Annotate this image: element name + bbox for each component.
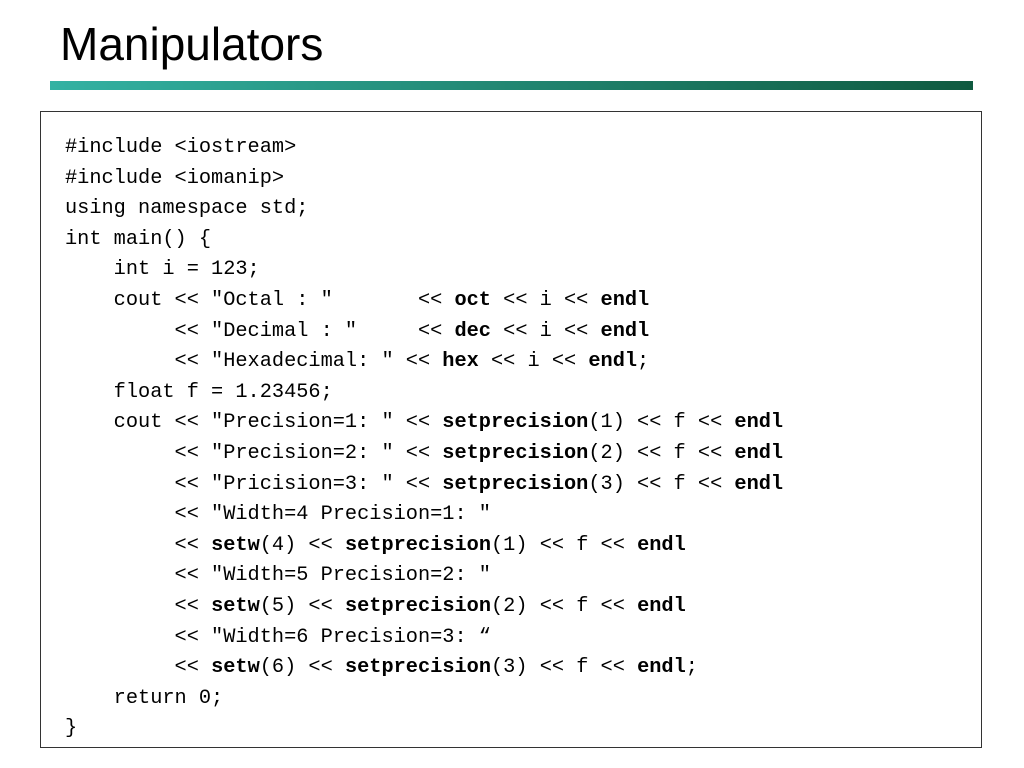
code-keyword: endl	[734, 441, 784, 465]
code-keyword: setw	[211, 594, 260, 618]
code-box: #include <iostream> #include <iomanip> usi…	[40, 111, 982, 748]
code-text: #include <iomanip>	[65, 166, 285, 190]
code-keyword: endl	[637, 656, 686, 680]
code-text: (1) << f <<	[588, 411, 735, 435]
code-text: ;	[685, 656, 698, 680]
code-line: #include <iostream>	[65, 133, 783, 164]
code-line: }	[65, 714, 783, 745]
code-keyword: endl	[600, 319, 650, 343]
code-text: <<	[65, 594, 212, 618]
code-text: <<	[65, 533, 212, 557]
code-text: int i = 123;	[65, 258, 260, 282]
code-keyword: endl	[600, 288, 650, 312]
title-divider	[50, 81, 973, 90]
code-text: <<	[65, 656, 212, 680]
code-text: float f = 1.23456;	[65, 380, 333, 404]
code-text: << i <<	[490, 288, 601, 312]
code-text: << "Width=6 Precision=3: “	[65, 625, 491, 649]
code-text: (4) <<	[259, 533, 345, 557]
code-keyword: oct	[454, 288, 491, 312]
code-keyword: endl	[637, 594, 686, 618]
code-keyword: dec	[454, 319, 491, 343]
code-line: << setw(5) << setprecision(2) << f << en…	[65, 592, 783, 623]
code-text: (2) << f <<	[588, 441, 735, 465]
code-keyword: setprecision	[344, 594, 492, 618]
code-text: using namespace std;	[65, 197, 309, 221]
code-keyword: setw	[211, 656, 260, 680]
code-text: (6) <<	[259, 656, 345, 680]
code-text: int main() {	[65, 227, 212, 251]
code-keyword: endl	[588, 350, 638, 374]
code-line: #include <iomanip>	[65, 164, 783, 195]
code-text: cout << "Precision=1: " <<	[65, 411, 443, 435]
code-keyword: setprecision	[344, 656, 492, 680]
code-line: cout << "Precision=1: " << setprecision(…	[65, 408, 783, 439]
code-line: int i = 123;	[65, 255, 783, 286]
code-keyword: setprecision	[442, 441, 589, 465]
slide-title: Manipulators	[60, 18, 324, 70]
code-text: << "Hexadecimal: " <<	[65, 350, 443, 374]
code-keyword: endl	[734, 411, 784, 435]
code-text: << "Pricision=3: " <<	[65, 472, 443, 496]
code-line: using namespace std;	[65, 194, 783, 225]
code-text: (5) <<	[259, 594, 345, 618]
code-line: << "Width=4 Precision=1: "	[65, 500, 783, 531]
code-text: (1) << f <<	[491, 533, 638, 557]
code-text: << "Decimal : " <<	[65, 319, 455, 343]
code-text: return 0;	[65, 686, 224, 710]
code-keyword: setprecision	[344, 533, 492, 557]
code-text: (3) << f <<	[588, 472, 735, 496]
code-text: << "Width=4 Precision=1: "	[65, 503, 491, 527]
code-line: cout << "Octal : " << oct << i << endl	[65, 286, 783, 317]
code-line: << setw(4) << setprecision(1) << f << en…	[65, 531, 783, 562]
code-line: float f = 1.23456;	[65, 378, 783, 409]
code-line: return 0;	[65, 684, 783, 715]
code-line: << "Hexadecimal: " << hex << i << endl;	[65, 347, 783, 378]
code-keyword: hex	[442, 350, 479, 374]
code-text: << i <<	[490, 319, 601, 343]
code-text: ;	[637, 350, 650, 374]
code-text: }	[65, 717, 78, 741]
code-text: << "Precision=2: " <<	[65, 441, 443, 465]
code-keyword: endl	[734, 472, 784, 496]
code-text: #include <iostream>	[65, 136, 297, 159]
code-keyword: setprecision	[442, 411, 589, 435]
code-text: << "Width=5 Precision=2: "	[65, 564, 491, 588]
code-line: << "Width=6 Precision=3: “	[65, 623, 783, 654]
code-text: cout << "Octal : " <<	[65, 288, 455, 312]
code-line: << setw(6) << setprecision(3) << f << en…	[65, 653, 783, 684]
code-keyword: setprecision	[442, 472, 589, 496]
code-line: << "Width=5 Precision=2: "	[65, 561, 783, 592]
code-text: (2) << f <<	[491, 594, 638, 618]
code-line: << "Precision=2: " << setprecision(2) <<…	[65, 439, 784, 470]
code-keyword: setw	[211, 533, 260, 557]
code-keyword: endl	[637, 533, 686, 557]
code-listing: #include <iostream> #include <iomanip> usi…	[65, 133, 783, 745]
code-line: << "Decimal : " << dec << i << endl	[65, 317, 783, 348]
code-text: << i <<	[478, 350, 589, 374]
code-line: int main() {	[65, 225, 783, 256]
code-line: << "Pricision=3: " << setprecision(3) <<…	[65, 470, 784, 501]
code-text: (3) << f <<	[491, 656, 638, 680]
